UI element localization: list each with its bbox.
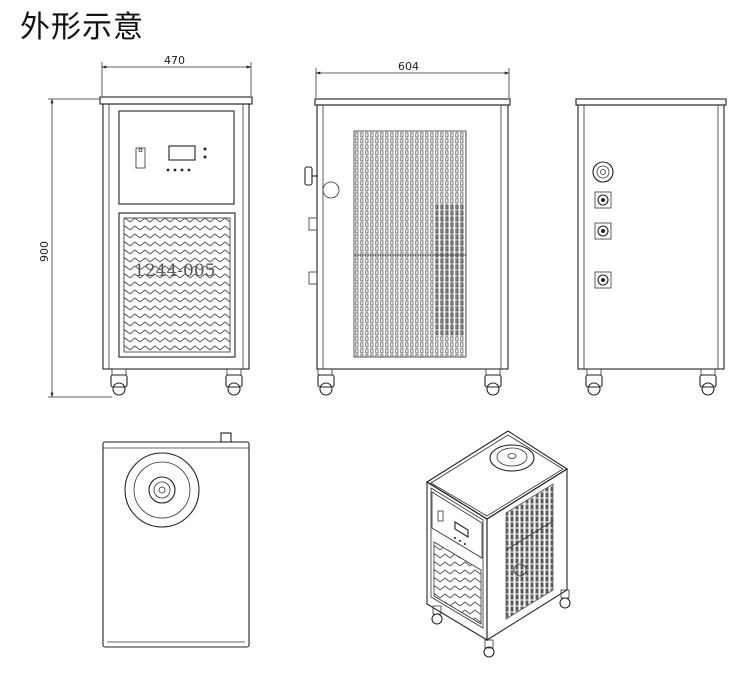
front-width-label: 470 (164, 54, 185, 67)
rear-view (575, 98, 727, 396)
side-depth-label: 604 (398, 60, 419, 73)
side-view (304, 98, 511, 396)
dimension-front-width: 470 (101, 54, 252, 96)
front-view: 1244-005 (99, 96, 253, 396)
dimension-side-depth: 604 (315, 60, 510, 98)
model-label: 1244-005 (134, 261, 215, 281)
top-view (102, 432, 250, 648)
dimension-height: 900 (38, 98, 112, 398)
isometric-view (425, 430, 571, 658)
page-title: 外形示意 (20, 10, 144, 45)
height-label: 900 (38, 241, 51, 262)
